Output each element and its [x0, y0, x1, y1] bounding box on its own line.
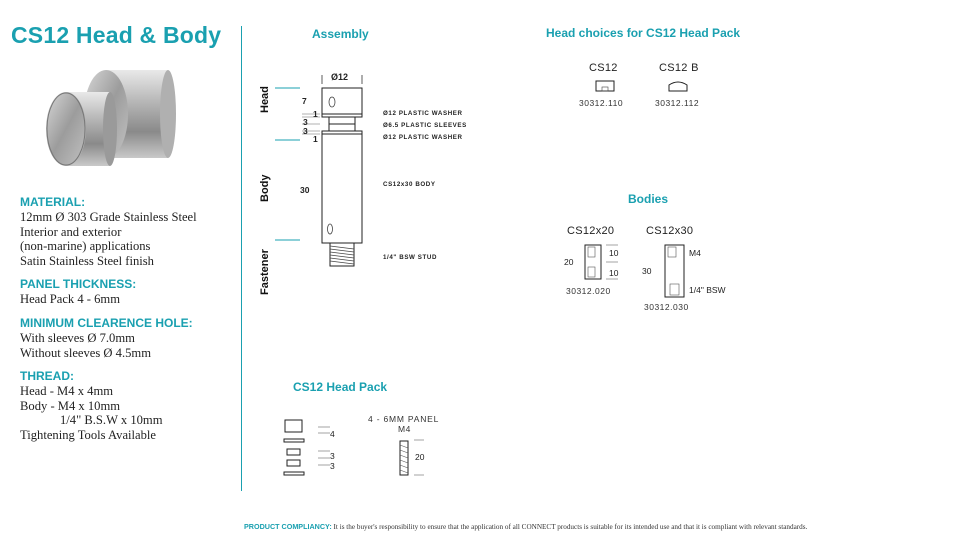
spec-line: Tightening Tools Available — [20, 427, 157, 442]
divider-line — [241, 26, 242, 491]
head-choice-name: CS12 — [589, 62, 618, 74]
dim-7: 7 — [302, 96, 307, 106]
pack-washer-icon — [283, 438, 305, 443]
spec-line: 1/4" B.S.W x 10mm — [60, 413, 163, 428]
body-dim-top: 10 — [609, 248, 619, 258]
spec-material: MATERIAL: 12mm Ø 303 Grade Stainless Ste… — [20, 195, 240, 268]
dim-1-bottom: 1 — [313, 134, 318, 144]
head-cs12b-icon — [668, 81, 688, 92]
head-choice-icons — [595, 80, 688, 92]
body-dim-total: 30 — [642, 266, 652, 276]
callout-body: CS12x30 BODY — [383, 181, 436, 188]
spec-heading: MINIMUM CLEARENCE HOLE: — [20, 315, 193, 330]
pack-sleeve-icon — [286, 448, 301, 456]
head-cs12-icon — [595, 80, 615, 92]
pack-dim-4: 4 — [330, 429, 335, 439]
spec-line: 12mm Ø 303 Grade Stainless Steel — [20, 210, 197, 224]
spec-line: Satin Stainless Steel finish — [20, 253, 154, 268]
spec-line: Interior and exterior — [20, 224, 122, 239]
pack-dim-3: 3 — [330, 451, 335, 461]
callout-washer-top: Ø12 PLASTIC WASHER — [383, 110, 463, 117]
pack-stud-icon — [399, 440, 409, 476]
body-code: 30312.030 — [644, 302, 689, 312]
body-cs12x20-icon — [584, 244, 602, 280]
head-pack-drawing — [283, 419, 424, 476]
spec-line: Body - M4 x 10mm — [20, 398, 121, 413]
bodies-drawing — [584, 244, 685, 298]
callout-stud: 1/4" BSW STUD — [383, 254, 438, 261]
pack-sleeve-icon — [286, 459, 301, 467]
spec-line: Head Pack 4 - 6mm — [20, 292, 121, 307]
footer-text: It is the buyer's responsibility to ensu… — [333, 523, 808, 531]
callout-sleeves: Ø6.5 PLASTIC SLEEVES — [383, 122, 467, 129]
pack-washer-icon — [283, 471, 305, 476]
spec-line: (non-marine) applications — [20, 239, 151, 254]
spec-clearance-hole: MINIMUM CLEARENCE HOLE: With sleeves Ø 7… — [20, 316, 240, 360]
body-name: CS12x20 — [567, 225, 615, 237]
body-code: 30312.020 — [566, 286, 611, 296]
spec-heading: MATERIAL: — [20, 195, 86, 209]
body-dim-total: 20 — [564, 257, 574, 267]
specifications: MATERIAL: 12mm Ø 303 Grade Stainless Ste… — [20, 195, 240, 452]
dim-30: 30 — [300, 185, 310, 195]
pack-head-icon — [284, 419, 303, 433]
footer-label: PRODUCT COMPLIANCY: — [244, 522, 332, 531]
pack-dim-20: 20 — [415, 452, 425, 462]
pack-dim-3: 3 — [330, 461, 335, 471]
bodies-title: Bodies — [628, 192, 669, 206]
assembly-drawing — [275, 75, 363, 267]
dim-3-top: 3 — [303, 117, 308, 127]
head-part — [321, 87, 363, 115]
spec-heading: PANEL THICKNESS: — [20, 277, 137, 292]
product-photo — [46, 70, 176, 166]
dim-3-bottom: 3 — [303, 126, 308, 136]
head-choice-name: CS12 B — [659, 62, 699, 74]
spec-heading: THREAD: — [20, 369, 74, 384]
body-thread-bottom: 1/4" BSW — [689, 285, 726, 295]
spec-thread: THREAD: Head - M4 x 4mm Body - M4 x 10mm… — [20, 369, 240, 442]
spec-panel-thickness: PANEL THICKNESS: Head Pack 4 - 6mm — [20, 277, 240, 307]
body-thread-top: M4 — [689, 248, 701, 258]
head-choice-code: 30312.110 — [579, 98, 624, 108]
product-compliancy-note: PRODUCT COMPLIANCY: It is the buyer's re… — [244, 522, 807, 531]
body-dim-bottom: 10 — [609, 268, 619, 278]
body-name: CS12x30 — [646, 225, 694, 237]
spec-line: Head - M4 x 4mm — [20, 384, 114, 399]
pack-thread: M4 — [398, 424, 411, 434]
spec-line: With sleeves Ø 7.0mm — [20, 330, 135, 345]
callout-washer-bottom: Ø12 PLASTIC WASHER — [383, 134, 463, 141]
dim-1-top: 1 — [313, 109, 318, 119]
pack-panel-label: 4 - 6MM PANEL — [368, 414, 440, 424]
spec-line: Without sleeves Ø 4.5mm — [20, 345, 152, 360]
assembly-diameter: Ø12 — [331, 72, 349, 82]
head-choice-code: 30312.112 — [655, 98, 700, 108]
page-title: CS12 Head & Body — [11, 22, 222, 48]
head-choices-title: Head choices for CS12 Head Pack — [546, 26, 741, 40]
head-pack-title: CS12 Head Pack — [293, 380, 388, 394]
assembly-title: Assembly — [312, 27, 369, 41]
